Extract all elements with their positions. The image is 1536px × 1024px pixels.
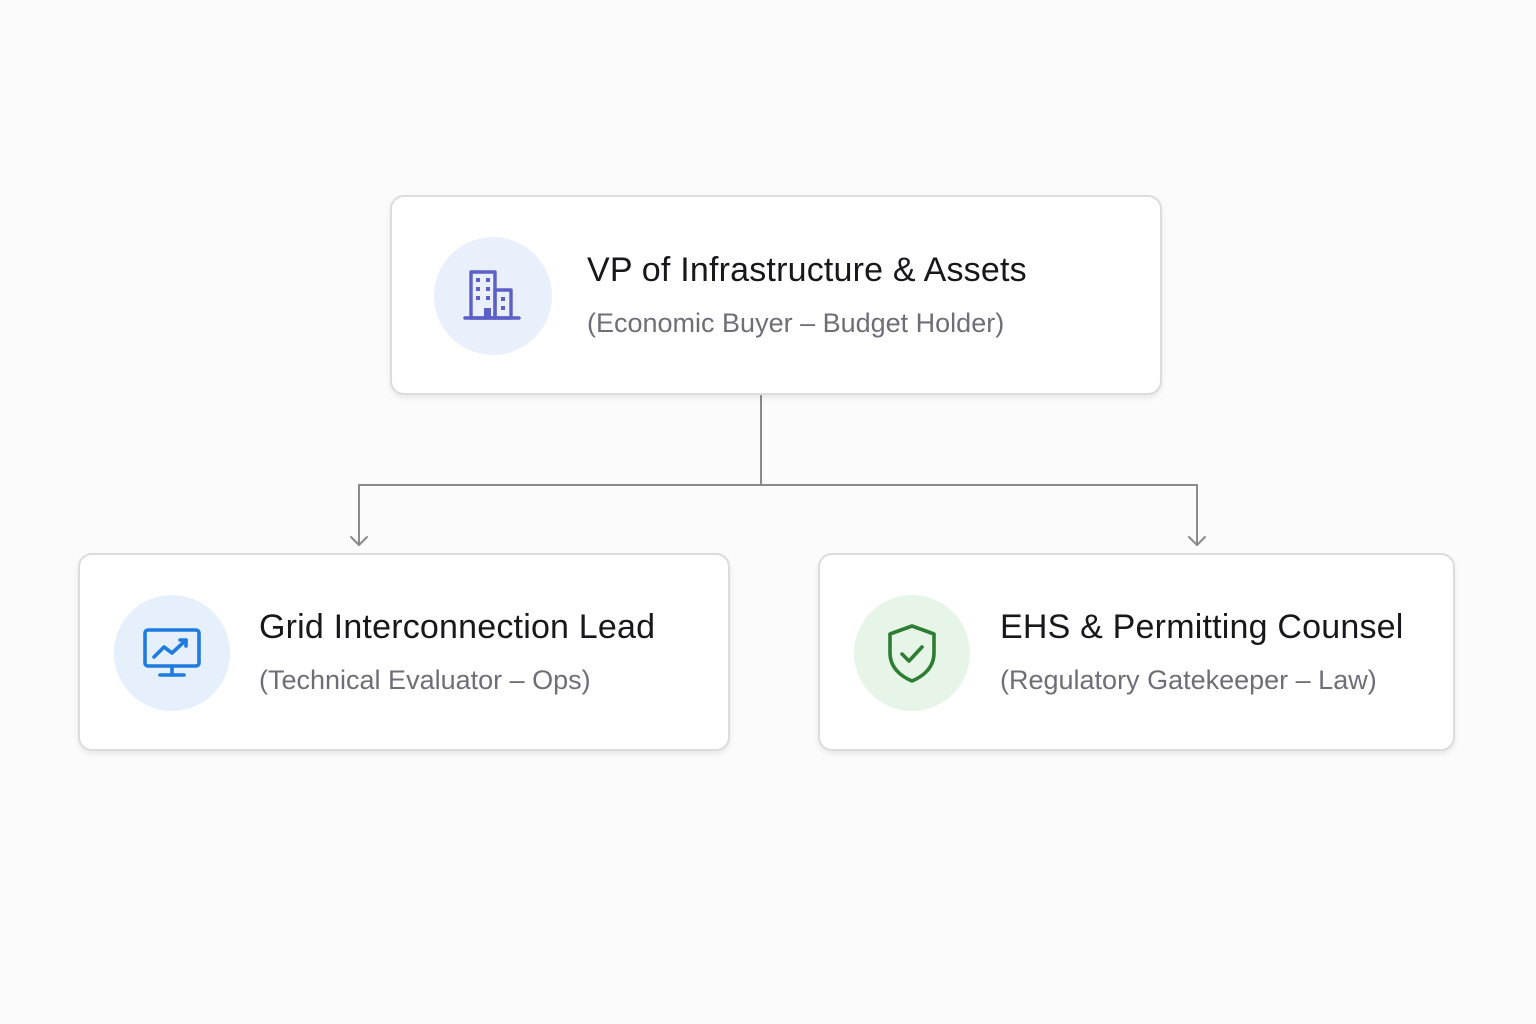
node-title: Grid Interconnection Lead — [259, 608, 656, 646]
monitor-chart-icon — [143, 628, 201, 677]
node-subtitle: (Regulatory Gatekeeper – Law) — [1000, 665, 1377, 695]
shield-check-icon — [888, 624, 936, 683]
shield-icon-badge — [854, 595, 970, 711]
node-subtitle: (Technical Evaluator – Ops) — [259, 665, 591, 695]
node-grid-interconnection-lead: Grid Interconnection Lead (Technical Eva… — [78, 553, 730, 751]
arrowhead-right — [1188, 536, 1206, 546]
arrowhead-left — [350, 536, 368, 546]
node-title: EHS & Permitting Counsel — [1000, 608, 1404, 646]
monitor-icon-badge — [114, 595, 230, 711]
building-icon — [463, 270, 521, 320]
node-title: VP of Infrastructure & Assets — [587, 251, 1027, 289]
building-icon-badge — [434, 237, 552, 355]
node-ehs-permitting-counsel: EHS & Permitting Counsel (Regulatory Gat… — [818, 553, 1455, 751]
node-vp-infrastructure: VP of Infrastructure & Assets (Economic … — [390, 195, 1162, 395]
node-subtitle: (Economic Buyer – Budget Holder) — [587, 308, 1005, 338]
